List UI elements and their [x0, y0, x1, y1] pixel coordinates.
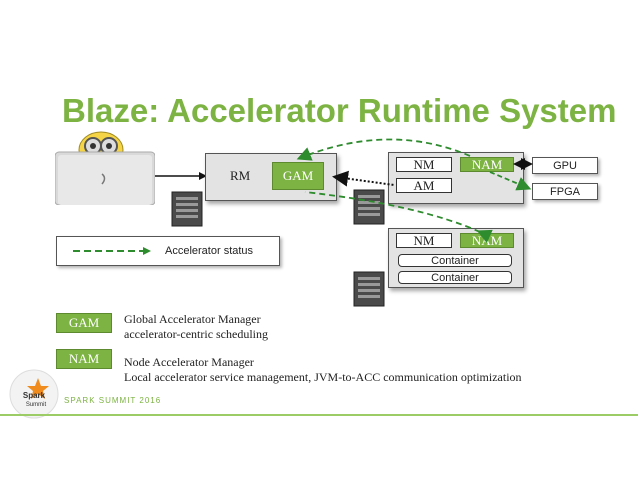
legend-nam-tag: NAM [56, 349, 112, 369]
laptop-user-illustration [54, 130, 156, 206]
fpga-box: FPGA [532, 183, 598, 200]
container-pill: Container [398, 254, 512, 267]
legend-gam-line: accelerator-centric scheduling [124, 327, 269, 341]
legend-gam-line: Global Accelerator Manager [124, 312, 261, 326]
node2-nm-cell: NM [396, 233, 452, 248]
node1-am-cell: AM [396, 178, 452, 193]
svg-text:Spark: Spark [23, 391, 46, 400]
server-icon [353, 189, 385, 225]
legend-gam-tag: GAM [56, 313, 112, 333]
legend-nam-line: Node Accelerator Manager [124, 355, 254, 369]
node1-nam-cell: NAM [460, 157, 514, 172]
status-legend-box: Accelerator status [56, 236, 280, 266]
rm-label: RM [230, 168, 251, 183]
slide-title: Blaze: Accelerator Runtime System [62, 92, 617, 129]
dashed-arrow-icon [73, 247, 151, 255]
footer-brand: SPARK SUMMIT 2016 [64, 396, 162, 405]
server-icon [353, 271, 385, 307]
spark-summit-logo: Spark Summit [8, 368, 60, 420]
gam-cell: GAM [272, 162, 324, 190]
user-to-rm-arrow [155, 172, 207, 180]
footer-divider [0, 414, 638, 416]
legend-gam-text: Global Accelerator Manager accelerator-c… [124, 312, 268, 342]
nam1-to-gam-status-line [296, 138, 471, 161]
legend-nam-text: Node Accelerator Manager Local accelerat… [124, 355, 522, 385]
legend-nam-line: Local accelerator service management, JV… [124, 370, 522, 384]
gam-am-link [332, 170, 395, 187]
server-icon [171, 191, 203, 227]
container-pill: Container [398, 271, 512, 284]
status-legend-label: Accelerator status [165, 245, 254, 257]
node1-nm-cell: NM [396, 157, 452, 172]
nam2-to-gam-status-line [304, 191, 493, 243]
nam-to-fpga-status-line [489, 171, 532, 191]
svg-text:Summit: Summit [26, 402, 47, 408]
